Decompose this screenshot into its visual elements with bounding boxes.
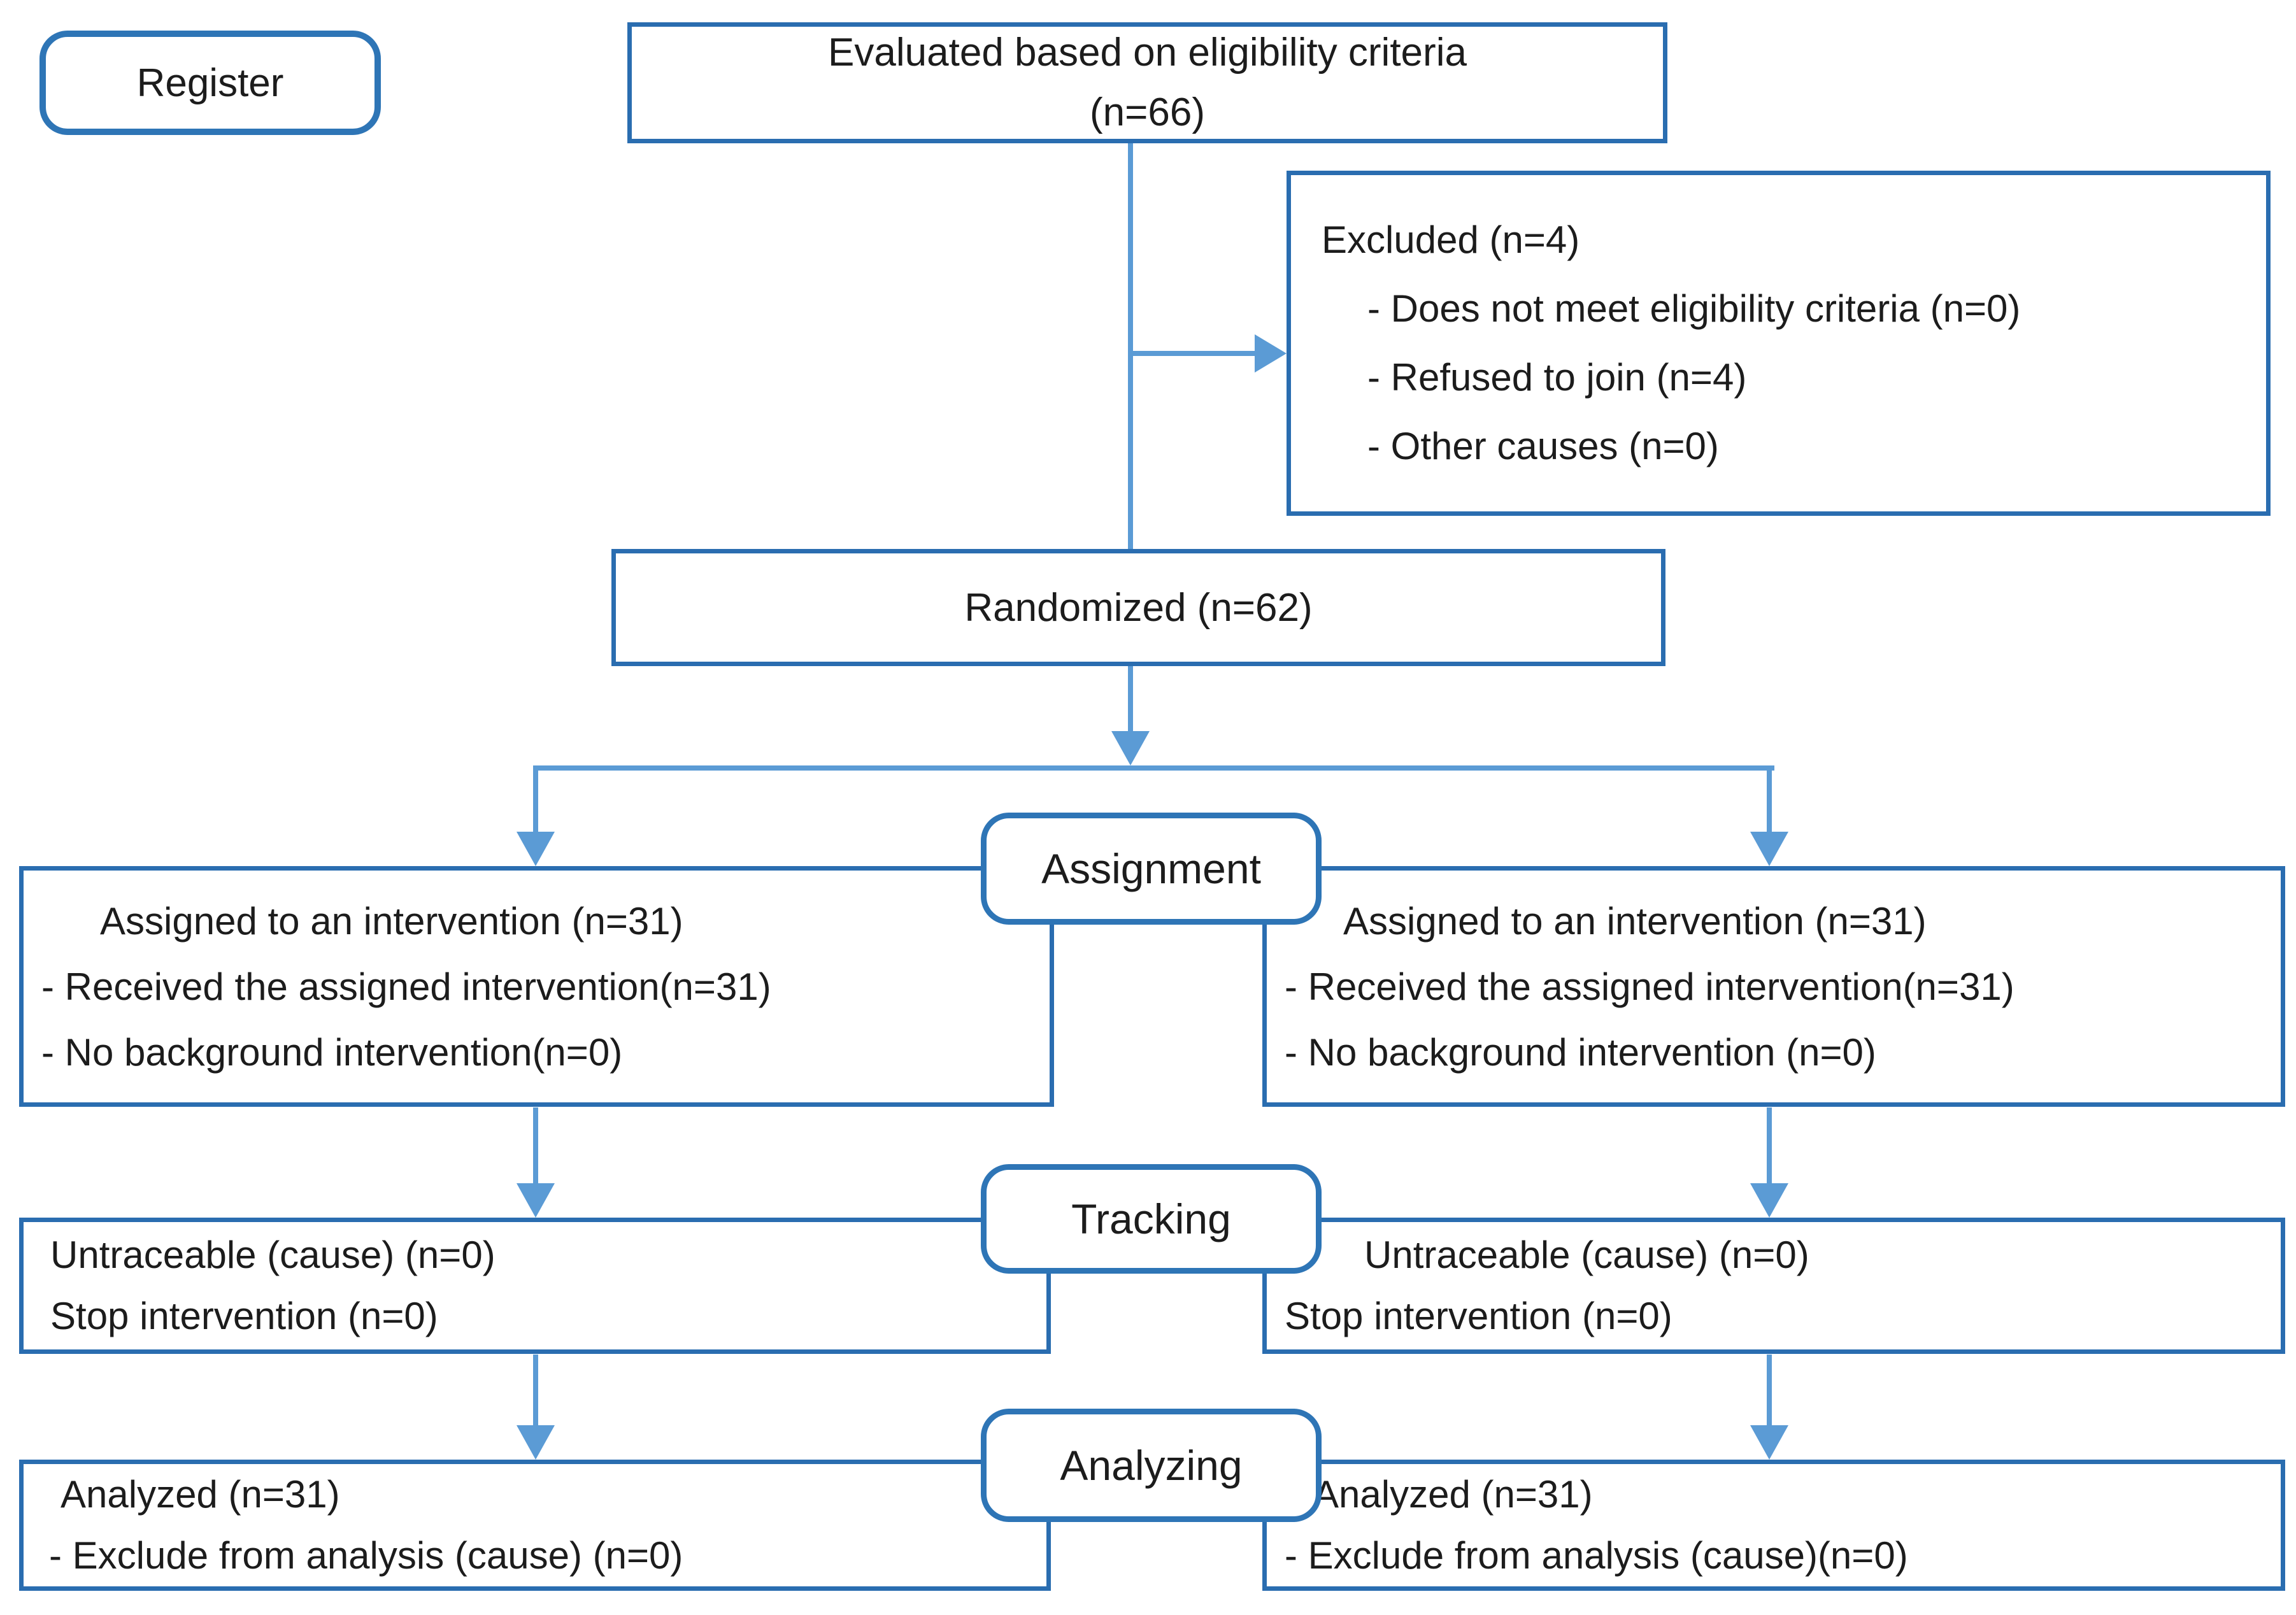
tracking-stage-text: Tracking xyxy=(1071,1195,1231,1242)
analyzed-left-line1: Analyzed (n=31) xyxy=(61,1473,340,1516)
arrowhead-into-tracking-left xyxy=(517,1183,555,1218)
assigned-right-item: - No background intervention (n=0) xyxy=(1285,1030,1876,1074)
excluded-box: Excluded (n=4) - Does not meet eligibili… xyxy=(1287,171,2271,516)
excluded-item: - Other causes (n=0) xyxy=(1367,425,1719,467)
analyzed-left-box: Analyzed (n=31) - Exclude from analysis … xyxy=(19,1460,1051,1591)
arrowhead-into-assigned-right xyxy=(1750,832,1788,866)
analyzed-right-line1: Analyzed (n=31) xyxy=(1313,1473,1593,1516)
excluded-title: Excluded (n=4) xyxy=(1322,218,1580,261)
analyzing-stage-text: Analyzing xyxy=(1060,1442,1243,1489)
connector-evaluated-to-randomized xyxy=(1128,141,1133,550)
connector-tracking-right-to-analyzed-right xyxy=(1767,1355,1772,1426)
arrowhead-into-analyzed-left xyxy=(517,1425,555,1460)
evaluated-line1: Evaluated based on eligibility criteria xyxy=(828,31,1467,75)
split-line xyxy=(533,765,1774,771)
arrowhead-onto-split-line xyxy=(1111,731,1150,765)
assignment-stage-label: Assignment xyxy=(981,813,1322,925)
connector-tracking-left-to-analyzed-left xyxy=(533,1355,538,1426)
assigned-left-box: Assigned to an intervention (n=31) - Rec… xyxy=(19,866,1054,1107)
excluded-item: - Refused to join (n=4) xyxy=(1367,356,1747,399)
tracking-right-line: Stop intervention (n=0) xyxy=(1285,1295,1672,1337)
tracking-left-box: Untraceable (cause) (n=0) Stop intervent… xyxy=(19,1218,1051,1354)
connector-assigned-right-to-tracking-right xyxy=(1767,1107,1772,1185)
arrowhead-into-assigned-left xyxy=(517,832,555,866)
tracking-stage-label: Tracking xyxy=(981,1164,1322,1274)
assigned-left-line1: Assigned to an intervention (n=31) xyxy=(100,899,683,943)
connector-assigned-left-to-tracking-left xyxy=(533,1107,538,1185)
connector-split-to-assigned-right xyxy=(1767,767,1772,832)
assigned-right-line1: Assigned to an intervention (n=31) xyxy=(1343,899,1927,943)
connector-split-to-assigned-left xyxy=(533,767,538,832)
analyzed-right-item: - Exclude from analysis (cause)(n=0) xyxy=(1285,1534,1908,1577)
assignment-stage-text: Assignment xyxy=(1041,845,1261,892)
connector-branch-to-excluded xyxy=(1128,351,1259,356)
assigned-right-box: Assigned to an intervention (n=31) - Rec… xyxy=(1262,866,2285,1107)
assigned-left-item: - No background intervention(n=0) xyxy=(41,1030,623,1074)
connector-randomized-to-split xyxy=(1128,666,1133,734)
tracking-left-line: Untraceable (cause) (n=0) xyxy=(50,1234,496,1276)
evaluated-box: Evaluated based on eligibility criteria … xyxy=(627,22,1667,143)
analyzed-left-item: - Exclude from analysis (cause) (n=0) xyxy=(49,1534,683,1577)
arrowhead-into-tracking-right xyxy=(1750,1183,1788,1218)
tracking-right-box: Untraceable (cause) (n=0) Stop intervent… xyxy=(1262,1218,2285,1354)
assigned-left-item: - Received the assigned intervention(n=3… xyxy=(41,965,771,1008)
randomized-box: Randomized (n=62) xyxy=(611,549,1665,666)
randomized-text: Randomized (n=62) xyxy=(964,585,1313,630)
arrowhead-into-analyzed-right xyxy=(1750,1425,1788,1460)
analyzing-stage-label: Analyzing xyxy=(981,1409,1322,1522)
tracking-left-line: Stop intervention (n=0) xyxy=(50,1295,438,1337)
register-stage-text: Register xyxy=(136,60,284,105)
register-stage-label: Register xyxy=(39,31,381,135)
assigned-right-item: - Received the assigned intervention(n=3… xyxy=(1285,965,2014,1008)
arrowhead-into-excluded xyxy=(1255,334,1287,373)
tracking-right-line: Untraceable (cause) (n=0) xyxy=(1364,1234,1809,1276)
excluded-item: - Does not meet eligibility criteria (n=… xyxy=(1367,287,2021,330)
evaluated-line2: (n=66) xyxy=(1090,90,1205,134)
analyzed-right-box: Analyzed (n=31) - Exclude from analysis … xyxy=(1262,1460,2285,1591)
